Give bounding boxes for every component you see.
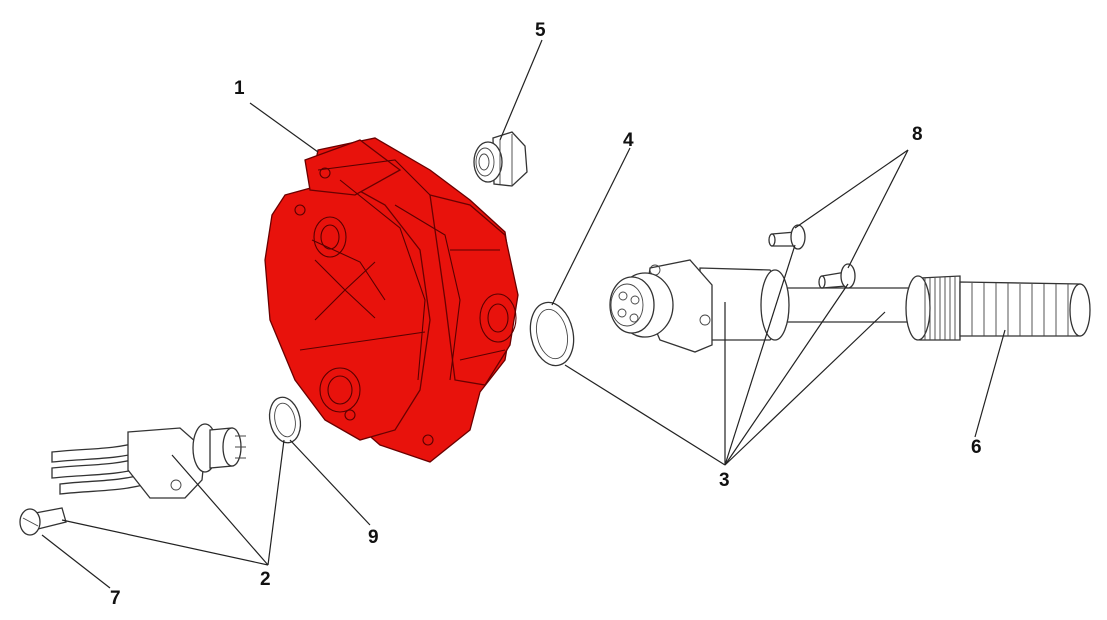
callout-3: 3 — [719, 470, 730, 491]
callout-9: 9 — [368, 527, 379, 548]
callout-4: 4 — [623, 130, 634, 151]
part-4-o-ring — [529, 301, 575, 367]
part-9-o-ring — [268, 396, 302, 444]
callout-2: 2 — [260, 569, 271, 590]
callout-1: 1 — [234, 78, 245, 99]
part-7-screw — [19, 507, 67, 536]
callout-5: 5 — [535, 20, 546, 41]
callout-8: 8 — [912, 124, 923, 145]
callout-labels: 1 2 3 4 5 6 7 8 9 — [110, 20, 982, 609]
part-3-connector-assembly — [609, 259, 941, 353]
part-6-spring-nut — [905, 275, 1091, 341]
callout-7: 7 — [110, 588, 121, 609]
part-8-pin-lower — [818, 263, 856, 289]
leader-lines — [41, 39, 1006, 589]
callout-6: 6 — [971, 437, 982, 458]
part-1-housing — [264, 137, 519, 463]
part-5-fitting — [473, 131, 528, 187]
part-2-socket-wires — [51, 423, 246, 499]
part-8-pin-upper — [768, 224, 806, 250]
